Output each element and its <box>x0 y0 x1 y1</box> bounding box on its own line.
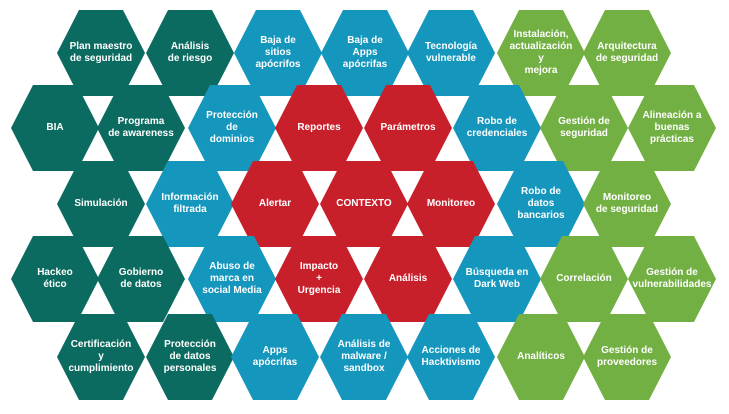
hex-cell: Análisis <box>364 236 452 322</box>
hex-label: BIA <box>46 121 64 133</box>
hex-label: Simulación <box>74 197 128 209</box>
hex-label: Plan maestro de seguridad <box>69 40 133 64</box>
hex-cell: Gestión de seguridad <box>540 85 628 171</box>
hex-cell: Correlación <box>540 236 628 322</box>
hex-label: Protección de dominios <box>206 109 258 146</box>
hex-cell: Plan maestro de seguridad <box>57 10 145 96</box>
hex-label: Acciones de Hacktivismo <box>421 344 481 368</box>
hex-cell: Robo de credenciales <box>453 85 541 171</box>
hex-cell: Simulación <box>57 161 145 247</box>
hex-cell: Alineación a buenas prácticas <box>628 85 716 171</box>
hex-label: Búsqueda en Dark Web <box>465 266 529 290</box>
hex-cell: CONTEXTO <box>320 161 408 247</box>
hex-label: Impacto + Urgencia <box>297 260 341 297</box>
hex-label: Gestión de seguridad <box>558 115 610 139</box>
hex-cell: Robo de datos bancarios <box>497 161 585 247</box>
hex-cell: Hackeo ético <box>11 236 99 322</box>
hex-label: Análisis <box>388 272 428 284</box>
hex-cell: Protección de datos personales <box>146 314 234 400</box>
hex-cell: Apps apócrifas <box>231 314 319 400</box>
hex-label: Apps apócrifas <box>252 344 298 368</box>
hex-cell: Arquitectura de seguridad <box>583 10 671 96</box>
hex-cell: Certificación y cumplimiento <box>57 314 145 400</box>
hex-cell: Tecnología vulnerable <box>407 10 495 96</box>
hex-cell: Protección de dominios <box>188 85 276 171</box>
hex-label: Instalación, actualización y mejora <box>509 28 573 77</box>
hex-label: Protección de datos personales <box>163 338 217 375</box>
hex-cell: Baja de sitios apócrifos <box>234 10 322 96</box>
hex-cell: Parámetros <box>364 85 452 171</box>
hex-cell: Gestión de proveedores <box>583 314 671 400</box>
hex-cell: Monitoreo de seguridad <box>583 161 671 247</box>
hex-label: Gestión de proveedores <box>596 344 658 368</box>
hex-label: Monitoreo de seguridad <box>595 191 659 215</box>
hex-label: Baja de sitios apócrifos <box>255 34 301 71</box>
hex-label: Correlación <box>556 272 612 284</box>
hex-label: Reportes <box>297 121 341 133</box>
hex-cell: Acciones de Hacktivismo <box>407 314 495 400</box>
hex-label: Certificación y cumplimiento <box>68 338 134 375</box>
hex-cell: Baja de Apps apócrifas <box>321 10 409 96</box>
hex-cell: Gobierno de datos <box>97 236 185 322</box>
hex-label: Tecnología vulnerable <box>424 40 478 64</box>
hex-label: Gestión de vulnerabilidades <box>632 266 712 290</box>
hex-cell: Análisis de riesgo <box>146 10 234 96</box>
hex-label: Abuso de marca en social Media <box>202 260 262 297</box>
hex-cell: Búsqueda en Dark Web <box>453 236 541 322</box>
hex-cell: Instalación, actualización y mejora <box>497 10 585 96</box>
hex-label: Monitoreo <box>426 197 476 209</box>
hex-cell: Abuso de marca en social Media <box>188 236 276 322</box>
hex-cell: Impacto + Urgencia <box>275 236 363 322</box>
hex-label: Análisis de riesgo <box>167 40 213 64</box>
hex-cell: Monitoreo <box>407 161 495 247</box>
hex-label: Programa de awareness <box>108 115 174 139</box>
hex-label: Robo de credenciales <box>466 115 528 139</box>
hex-cell: Información filtrada <box>146 161 234 247</box>
hex-label: Robo de datos bancarios <box>517 185 565 222</box>
hex-label: CONTEXTO <box>336 197 392 209</box>
hex-label: Alertar <box>258 197 292 209</box>
hex-label: Información filtrada <box>161 191 219 215</box>
hex-cell: Alertar <box>231 161 319 247</box>
hex-cell: Reportes <box>275 85 363 171</box>
hex-label: Arquitectura de seguridad <box>595 40 659 64</box>
hex-cell: Gestión de vulnerabilidades <box>628 236 716 322</box>
hex-label: Análisis de malware / sandbox <box>337 338 391 375</box>
hex-label: Analíticos <box>517 350 565 362</box>
hex-label: Hackeo ético <box>37 266 73 290</box>
hex-cell: Programa de awareness <box>97 85 185 171</box>
hex-cell: Análisis de malware / sandbox <box>320 314 408 400</box>
hex-label: Gobierno de datos <box>118 266 164 290</box>
hex-cell: BIA <box>11 85 99 171</box>
hex-label: Baja de Apps apócrifas <box>342 34 388 71</box>
hex-label: Parámetros <box>380 121 436 133</box>
hex-cell: Analíticos <box>497 314 585 400</box>
hex-label: Alineación a buenas prácticas <box>642 109 702 146</box>
